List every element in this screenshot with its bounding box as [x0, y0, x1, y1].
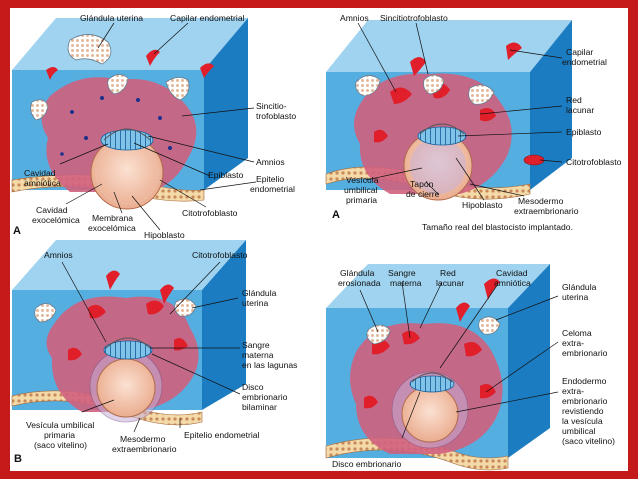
caption-tamano-real: Tamaño real del blastocisto implantado. [422, 222, 573, 232]
panel-letter-tr: A [332, 209, 340, 221]
label-citotrofoblasto-tl: Citotrofoblasto [182, 208, 238, 218]
label-glandula-erosionada-br: Glándula erosionada [338, 268, 381, 288]
label-epitelio-endometrial-bl: Epitelio endometrial [184, 430, 260, 440]
label-red-lacunar-tr: Red lacunar [566, 95, 594, 115]
label-disco-embrionario-bilaminar-bl: Disco embrionario bilaminar [242, 382, 290, 412]
leader-lines [59, 22, 563, 439]
label-epiblasto-tl: Epiblasto [208, 170, 244, 180]
label-mesodermo-extraembrionario-bl: Mesodermo extraembrionario [112, 434, 177, 454]
label-sincitiotrofoblasto-tl: Sincitio- trofoblasto [256, 101, 296, 121]
label-celoma-extraembrionario-br: Celoma extra- embrionario [562, 328, 608, 358]
label-amnios-tl: Amnios [256, 157, 285, 167]
label-sincitiotrofoblasto-tr: Sincitiotrofoblasto [380, 13, 448, 23]
label-amnios-bl: Amnios [44, 250, 73, 260]
label-epitelio-endometrial-tl: Epitelio endometrial [250, 174, 295, 194]
panel-bottom-right [325, 264, 550, 471]
label-hipoblasto-tl: Hipoblasto [144, 230, 185, 240]
label-glandula-uterina-bl: Glándula uterina [242, 288, 279, 308]
panel-top-left [11, 18, 248, 210]
label-sangre-materna-bl: Sangre materna en las lagunas [242, 340, 297, 370]
implantation-diagram: A Glándula uterina Capilar endometrial S… [11, 13, 622, 471]
panel-bottom-left [11, 240, 246, 426]
label-glandula-uterina-br: Glándula uterina [562, 282, 599, 302]
label-hipoblasto-tr: Hipoblasto [462, 200, 503, 210]
label-glandula-uterina-tl: Glándula uterina [80, 13, 143, 23]
label-disco-embrionario-br: Disco embrionario [332, 459, 401, 469]
label-membrana-exocelomica-tl: Membrana exocelómica [88, 213, 136, 233]
label-citotrofoblasto-tr: Citotrofoblasto [566, 157, 622, 167]
label-vesicula-umbilical-primaria-bl: Vesícula umbilical primaria (saco viteli… [26, 420, 97, 450]
panel-top-right [325, 20, 572, 201]
label-red-lacunar-br: Red lacunar [436, 268, 464, 288]
label-endodermo-extraembrionario-br: Endodermo extra- embrionario revistiendo… [562, 376, 615, 446]
label-cavidad-exocelomica-tl: Cavidad exocelómica [32, 205, 80, 225]
label-cavidad-amniotica-br: Cavidad amniótica [494, 268, 531, 288]
label-tapon-de-cierre-tr: Tapón de cierre [406, 179, 440, 199]
panel-letter-tl: A [13, 225, 21, 237]
panel-letter-bl: B [14, 453, 22, 465]
label-citotrofoblasto-bl: Citotrofoblasto [192, 250, 248, 260]
figure-frame: A Glándula uterina Capilar endometrial S… [10, 8, 628, 471]
label-mesodermo-extraembrionario-tr: Mesodermo extraembrionario [514, 196, 579, 216]
label-amnios-tr: Amnios [340, 13, 369, 23]
label-epiblasto-tr: Epiblasto [566, 127, 602, 137]
label-sangre-materna-br: Sangre materna [388, 268, 422, 288]
label-vesicula-umbilical-primaria-tr: Vesícula umbilical primaria [344, 175, 381, 205]
label-capilar-endometrial-tr: Capilar endometrial [562, 47, 607, 67]
label-cavidad-amniotica-tl: Cavidad amniótica [24, 168, 61, 188]
label-capilar-endometrial-tl: Capilar endometrial [170, 13, 245, 23]
